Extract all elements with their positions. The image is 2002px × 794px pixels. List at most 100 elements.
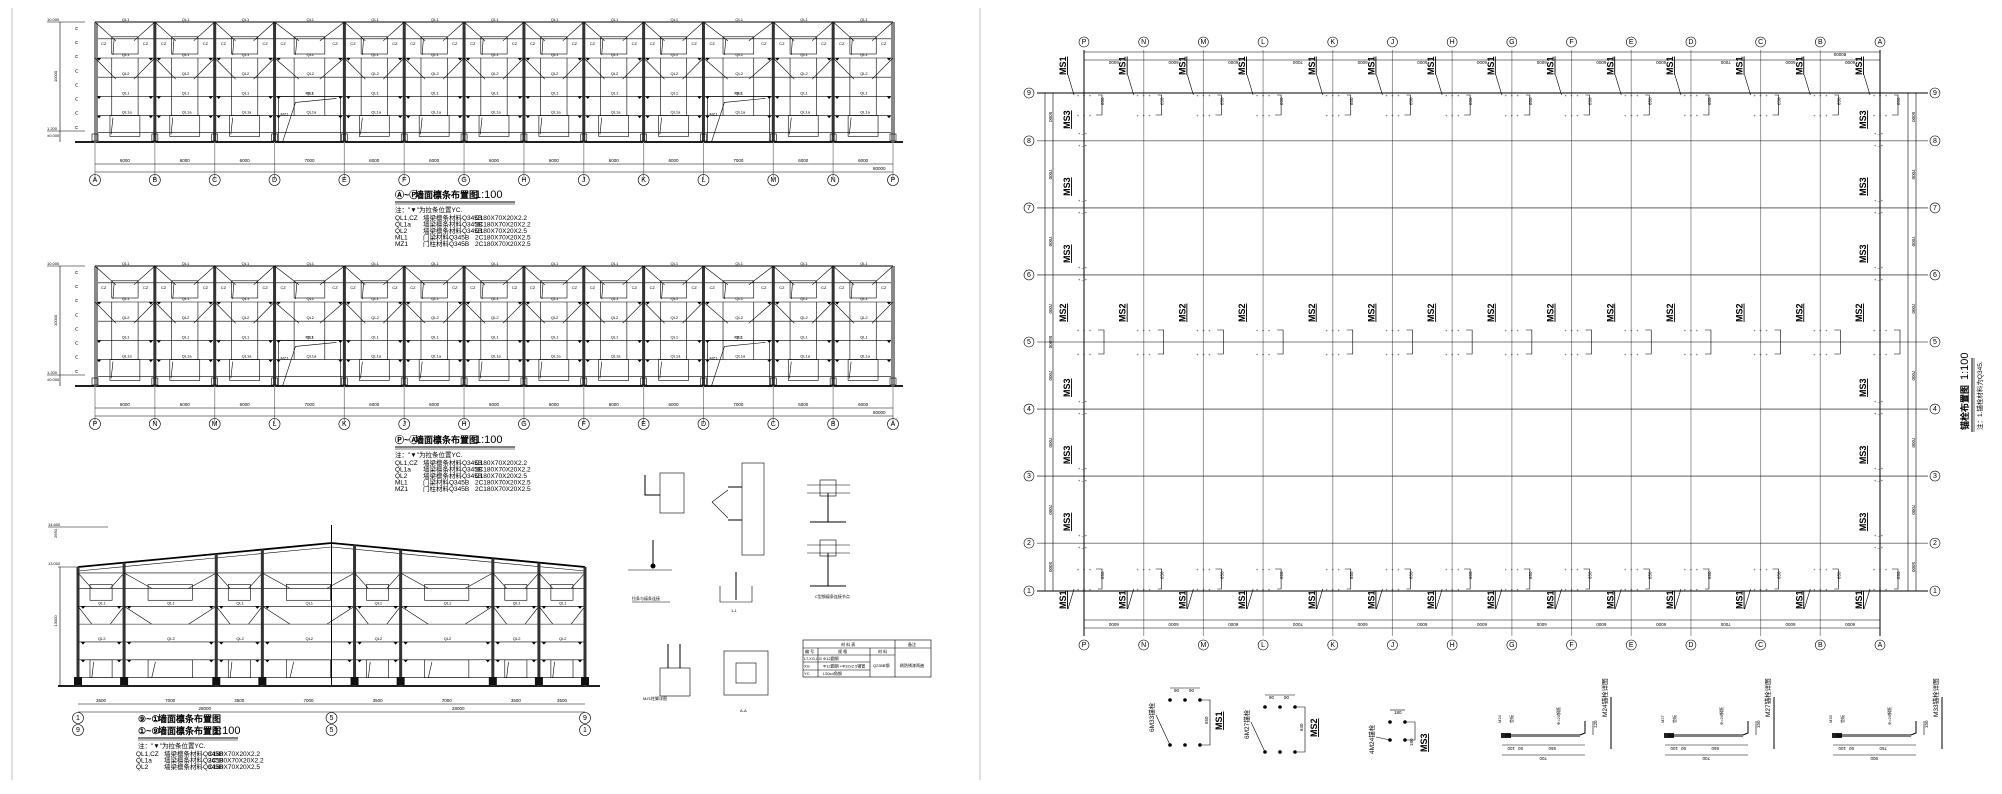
axis-label: 6 xyxy=(1933,272,1937,279)
window-sash xyxy=(289,661,294,678)
window-opening xyxy=(109,115,141,137)
bolt-dim-line xyxy=(1155,568,1162,590)
member-label: CZ xyxy=(839,41,845,46)
axis-bubble-E: E xyxy=(637,418,650,430)
axis-circle xyxy=(1257,639,1269,651)
note-section: C180X70X20X2.2 xyxy=(475,215,527,222)
bolt-dimension: 650 xyxy=(1528,571,1533,579)
bolt-mark: + – + xyxy=(1874,478,1884,483)
sag-rod-marker xyxy=(517,340,523,343)
height-dimension: 10000 xyxy=(53,314,58,326)
bolt-dim-line xyxy=(1155,94,1162,116)
member-label: QL1 xyxy=(735,261,743,266)
bolt-mark: + – + xyxy=(1874,399,1884,404)
sag-rod-marker xyxy=(886,359,892,363)
member-label: CZ xyxy=(691,41,697,46)
bolt-mark: + xyxy=(1696,587,1699,592)
brace xyxy=(404,21,426,42)
column-base xyxy=(400,377,408,386)
member-label: QL1 xyxy=(551,261,559,266)
bolt-mark: + xyxy=(1511,113,1514,118)
axis-bubble-H: H xyxy=(458,418,470,430)
note-desc: 墙梁檩条材料Q345B xyxy=(423,465,482,474)
note-code: QL2 xyxy=(395,228,408,235)
sag-rod-marker xyxy=(705,58,710,61)
sag-rod-marker xyxy=(255,606,260,609)
axis-circle xyxy=(1138,639,1149,651)
sag-rod-marker xyxy=(156,115,162,119)
note-section: C180X70X20X2.5 xyxy=(475,228,527,235)
brace xyxy=(133,301,156,324)
row-span-dim: 5000 xyxy=(1048,112,1053,123)
window-sash xyxy=(724,282,727,300)
bolt-mark: + – + xyxy=(1874,533,1884,538)
total-dimension: 80000 xyxy=(873,166,886,171)
bolt-mark: + xyxy=(1765,113,1768,118)
col-bubble-top-N: N xyxy=(1138,36,1149,48)
member-label: QL1 xyxy=(551,334,559,339)
axis-label: C xyxy=(1758,39,1763,46)
sag-rod-marker xyxy=(585,58,590,61)
bolt-mark: + xyxy=(1137,587,1140,592)
brace xyxy=(442,301,465,324)
column-base xyxy=(212,677,221,685)
axis-bubble-C: C xyxy=(208,174,221,186)
brace xyxy=(773,265,795,286)
column-base xyxy=(258,677,267,685)
member-label: QL1 xyxy=(513,600,521,605)
axis-label: P xyxy=(891,177,896,184)
sag-rod-marker xyxy=(208,115,213,119)
bolt-mark: + xyxy=(1636,113,1639,118)
bolt-mark: + xyxy=(1813,93,1816,98)
bolt-mark: + xyxy=(1451,587,1454,592)
axis-label: K xyxy=(1330,39,1335,46)
span-dimension: 6000 xyxy=(798,402,809,407)
bolt-mark: + xyxy=(1813,567,1816,572)
note-code: QL1,CZ xyxy=(395,460,418,467)
member-label: QL1 xyxy=(671,261,679,266)
column-base xyxy=(396,677,405,685)
tag-leader xyxy=(1495,588,1503,610)
note-section: 2C180X70X20X2.5 xyxy=(475,241,531,248)
brace xyxy=(562,21,584,42)
brace xyxy=(154,21,176,42)
window-opening xyxy=(849,280,877,299)
bolt-mark: + xyxy=(1825,352,1828,357)
col-span-dim: 6000 xyxy=(1108,622,1119,627)
bolt-dimension: 650 xyxy=(1160,571,1165,579)
axis-circle xyxy=(72,712,84,724)
member-label: QL1 xyxy=(491,17,499,22)
bolt-spec: 4M24锚栓 xyxy=(1367,724,1376,754)
row-bubble-left-2: 2 xyxy=(1023,537,1035,549)
sag-rod-marker xyxy=(116,659,122,663)
brace xyxy=(383,301,405,324)
bolt-mark: + xyxy=(1202,567,1205,572)
bolt-mark: + xyxy=(1332,328,1335,333)
bolt-mark: + xyxy=(1149,567,1152,572)
row-span-dim: 7000 xyxy=(1048,236,1053,247)
sag-rod-marker xyxy=(96,115,102,119)
window-opening xyxy=(722,280,755,299)
window-opening xyxy=(789,36,817,55)
axis-circle xyxy=(89,174,101,186)
member-label: QL2 xyxy=(167,636,175,641)
span-dimension: 6000 xyxy=(549,158,560,163)
brace xyxy=(502,21,525,42)
brace xyxy=(404,301,426,324)
member-label: QL1 xyxy=(671,90,679,95)
col-bubble-top-A: A xyxy=(1874,36,1886,48)
row-span-dim: 7000 xyxy=(1048,371,1053,382)
bolt-mark: + xyxy=(1089,352,1092,357)
bolt-tag: MS2 xyxy=(1237,303,1247,322)
sag-rod-marker xyxy=(406,96,411,99)
bolt-mark: + xyxy=(1630,93,1633,98)
bolt-mark: + xyxy=(1262,93,1265,98)
brace xyxy=(354,572,369,589)
axis-label: N xyxy=(1141,642,1146,649)
sag-rod-marker xyxy=(495,606,501,609)
sag-rod-marker xyxy=(357,641,362,645)
brace xyxy=(523,301,546,324)
sag-rod-marker xyxy=(268,58,273,61)
col-span-dim: 6000 xyxy=(1357,60,1368,65)
